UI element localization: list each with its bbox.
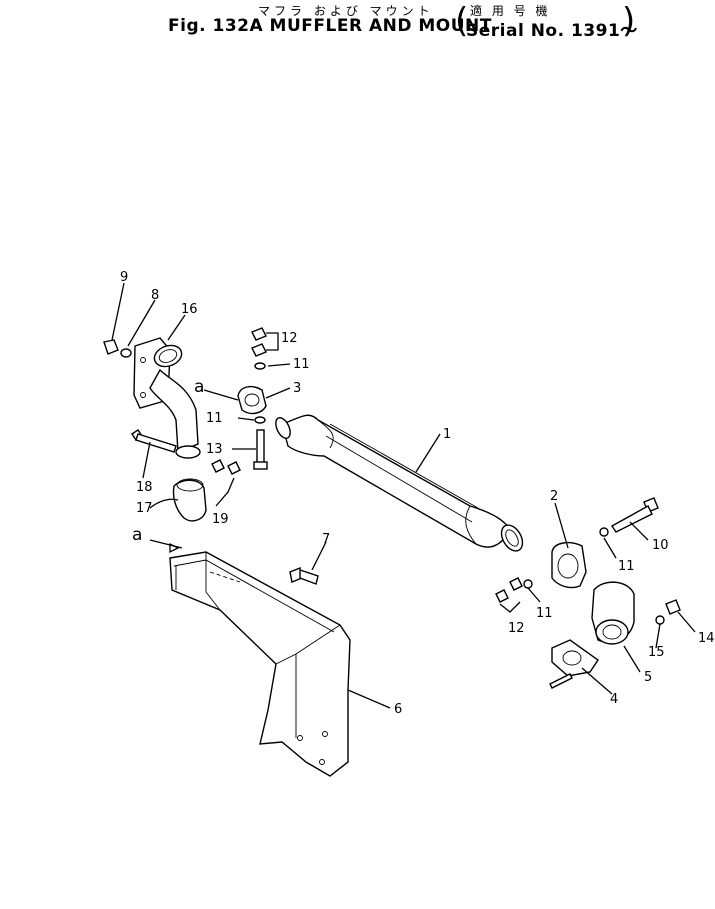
callout-16: 16: [181, 302, 198, 317]
nut-12b-b: [509, 577, 523, 591]
figure-header: マフラ および マウント 適 用 号 機 Fig. 132A MUFFLER A…: [0, 0, 715, 50]
callout-6: 6: [394, 702, 402, 717]
callout-5: 5: [644, 670, 652, 685]
stud-bolt: [549, 673, 573, 689]
serial-range: Serial No. 1391～: [466, 21, 638, 41]
japanese-title: マフラ および マウント: [258, 4, 434, 18]
callout-14: 14: [698, 631, 715, 646]
ref-mark-a-upper: a: [194, 377, 204, 397]
washer-upper: [254, 362, 266, 370]
pipe-with-flange: [133, 337, 201, 459]
bolt-10: [610, 497, 659, 533]
callout-10: 10: [652, 538, 669, 553]
leader-lines: [111, 282, 696, 709]
callout-9: 9: [120, 270, 128, 285]
callout-13: 13: [206, 442, 223, 457]
callout-3: 3: [293, 381, 301, 396]
bolt-18: [131, 429, 177, 453]
washer-11c: [599, 527, 609, 537]
washer-lower: [254, 416, 266, 424]
callout-11-mid: 11: [206, 411, 223, 426]
applicable-label: 適 用 号 機: [470, 4, 551, 18]
bolt-13: [253, 429, 268, 470]
nut-9: [103, 339, 119, 355]
nut-19b: [227, 461, 241, 475]
nut-19a: [211, 459, 225, 473]
callout-17: 17: [136, 501, 153, 516]
callout-1: 1: [443, 427, 451, 442]
callout-12-lower: 12: [508, 621, 525, 636]
gasket-4: [551, 639, 599, 677]
callout-15: 15: [648, 645, 665, 660]
ref-mark-a-lower: a: [132, 525, 142, 545]
washer-15: [655, 615, 665, 625]
muffler-body: [275, 414, 524, 552]
open-brace: (: [455, 1, 469, 41]
nut-12b-a: [495, 589, 509, 603]
callout-4: 4: [610, 692, 618, 707]
close-brace: ): [622, 1, 636, 41]
washer-8: [120, 348, 132, 358]
elbow-pipe-5: [591, 581, 635, 645]
nuts-upper: [251, 327, 267, 357]
bolt-7: [289, 567, 319, 585]
clamp: [237, 385, 267, 415]
figure-title: Fig. 132A MUFFLER AND MOUNT: [168, 16, 492, 36]
callout-12-upper: 12: [281, 331, 298, 346]
callout-11-right: 11: [618, 559, 635, 574]
mount-bracket: [169, 551, 351, 777]
callout-18: 18: [136, 480, 153, 495]
callout-7: 7: [322, 532, 330, 547]
callout-11-lower: 11: [536, 606, 553, 621]
elbow-17: [172, 479, 207, 522]
callout-8: 8: [151, 288, 159, 303]
nut-14: [665, 599, 681, 615]
washer-11d: [523, 579, 533, 589]
clamp-2: [551, 541, 587, 589]
callout-19: 19: [212, 512, 229, 527]
callout-11-upper: 11: [293, 357, 310, 372]
callout-2: 2: [550, 489, 558, 504]
